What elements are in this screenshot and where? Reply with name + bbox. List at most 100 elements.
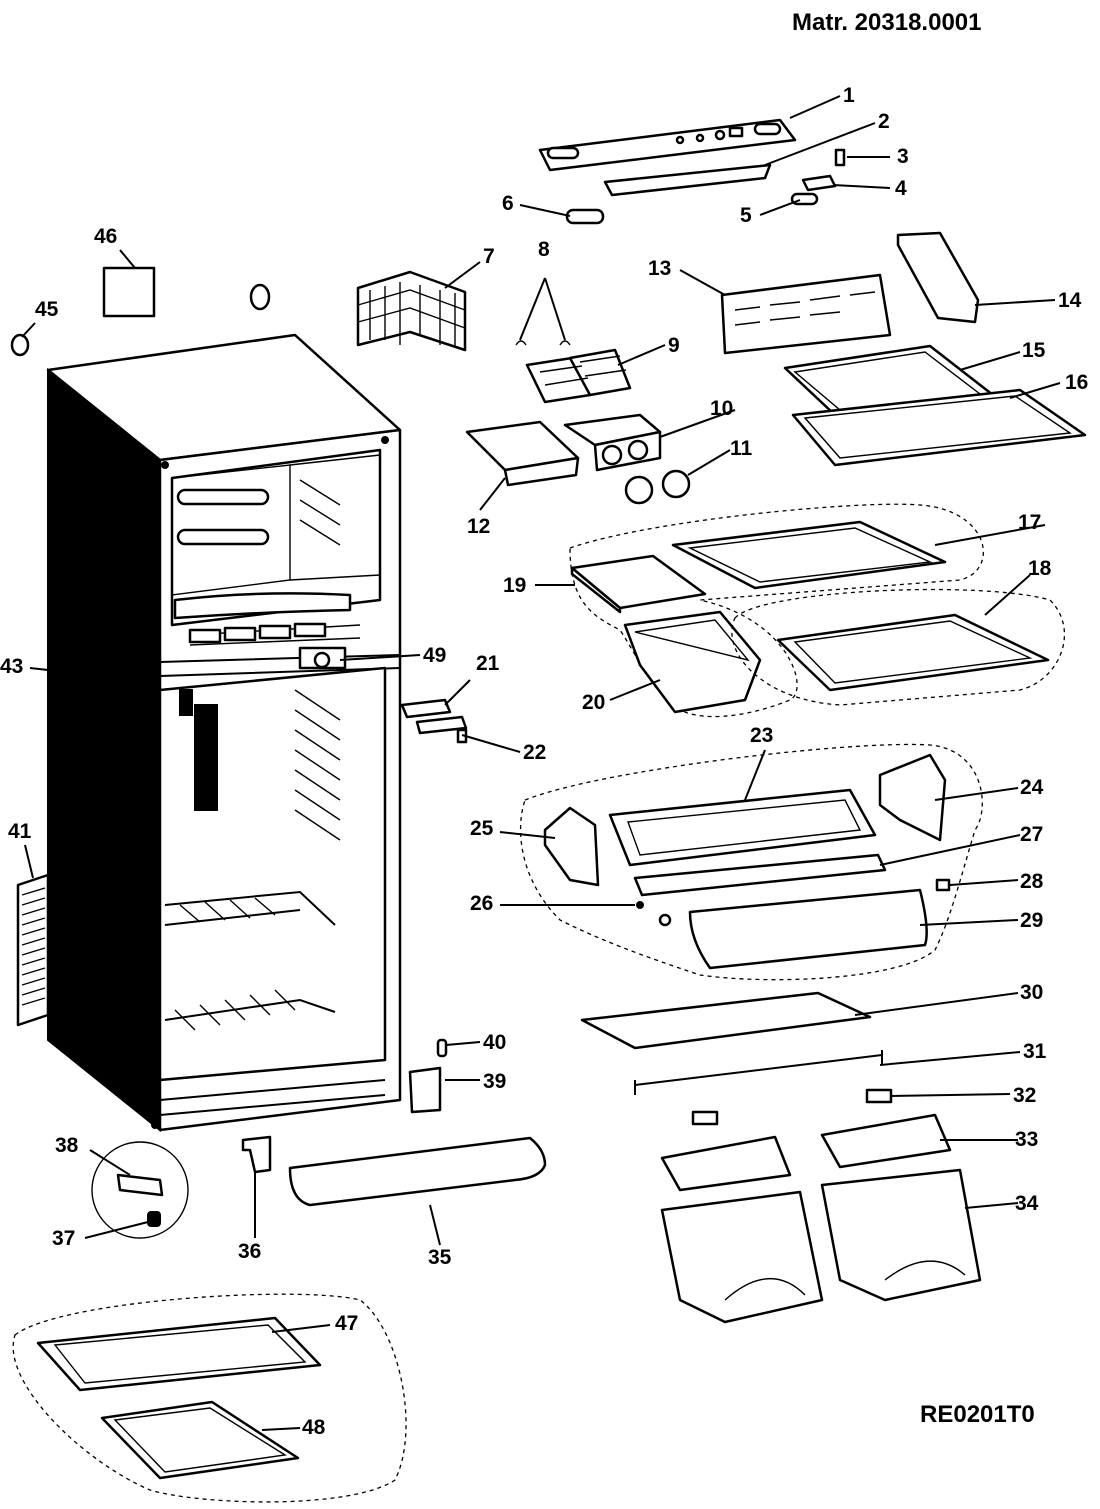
part-23-bin [608,788,877,867]
callout-47: 47 [335,1312,358,1335]
part-33-covers [660,1113,952,1192]
part-2-strip [603,163,772,197]
part-19-tray [570,554,707,614]
part-31-rail [634,1050,883,1095]
group-23-29-outline [519,743,983,981]
callout-7: 7 [483,245,495,268]
callout-leaders [21,95,1061,1431]
part-25-end-cap [543,806,600,887]
callout-30: 30 [1020,981,1043,1004]
callout-25: 25 [470,817,494,840]
part-9-ice-trays [525,348,632,404]
callout-49: 49 [423,644,446,667]
part-38-hinge-plate [116,1173,164,1197]
callout-18: 18 [1028,557,1052,580]
callout-21: 21 [476,652,500,675]
part-7-rack [356,270,467,352]
callout-45: 45 [35,298,59,321]
part-28-stop [935,878,951,892]
part-26-screw [636,901,644,909]
callout-41: 41 [8,820,32,843]
callout-29: 29 [1020,909,1043,932]
callout-14: 14 [1058,289,1082,312]
callout-3: 3 [897,145,909,168]
part-48-wire-shelf [100,1400,300,1480]
part-36-bracket [241,1135,272,1174]
part-4-bracket [801,174,837,192]
callout-5: 5 [740,204,752,227]
part-35-door-shelf [288,1136,547,1207]
part-37-foot [147,1211,161,1227]
part-8-hooks [515,340,571,346]
part-1-control-panel [538,118,797,172]
part-12-drawer [465,420,580,487]
part-24-end-cap [878,753,947,842]
callout-16: 16 [1065,371,1088,394]
callout-23: 23 [750,724,773,747]
part-43-cabinet [46,333,402,1133]
callout-2: 2 [878,110,890,133]
callout-40: 40 [483,1031,506,1054]
callout-34: 34 [1015,1192,1039,1215]
part-21-hinge [400,698,468,735]
part-32-clip [865,1088,893,1104]
part-11-knob-b [661,469,691,499]
callout-12: 12 [467,515,490,538]
part-14-cover [896,231,980,324]
part-39-hinge [408,1066,442,1114]
callout-35: 35 [428,1246,452,1269]
callout-6: 6 [502,192,514,215]
drawing-code: RE0201T0 [920,1401,1035,1428]
callout-26: 26 [470,892,493,915]
part-11-knob-a [624,475,654,505]
callout-20: 20 [582,691,605,714]
callout-13: 13 [648,257,671,280]
part-16-shelf [791,388,1087,467]
part-17-shelf [671,520,947,590]
callout-31: 31 [1023,1040,1047,1063]
part-41-condenser [16,873,50,1027]
callout-4: 4 [895,177,907,200]
part-40-pin [436,1038,448,1058]
callout-39: 39 [483,1070,506,1093]
part-29-door-bin [658,888,928,970]
detail-hinge-circle [91,1141,189,1239]
callout-10: 10 [710,397,733,420]
callout-28: 28 [1020,870,1044,893]
callout-8: 8 [538,238,550,261]
callout-38: 38 [55,1134,79,1157]
callout-24: 24 [1020,776,1044,799]
callout-27: 27 [1020,823,1043,846]
callout-43: 43 [0,655,23,678]
callout-numbers: 1 2 3 4 5 6 7 8 9 10 11 12 13 14 15 16 1… [0,84,1088,1439]
part-30-glass-shelf [580,991,872,1050]
part-6-lens [565,208,605,225]
part-32-clip-b [691,1110,719,1126]
callout-9: 9 [668,334,680,357]
part-46-label [102,266,156,318]
callout-1: 1 [843,84,855,107]
group-17-19-20-outline [569,503,984,718]
callout-15: 15 [1022,339,1046,362]
callout-32: 32 [1013,1084,1036,1107]
callout-17: 17 [1018,511,1041,534]
group-18-outline [731,588,1066,706]
callout-36: 36 [238,1240,261,1263]
part-47-glass-shelf [36,1316,322,1392]
part-20-drawer [623,610,762,714]
part-3-screw [834,148,846,167]
group-47-48-outline [12,1293,407,1503]
part-13-lamp-housing [720,273,892,355]
callout-11: 11 [730,437,753,460]
part-45-plug [10,283,271,357]
callout-48: 48 [302,1416,326,1439]
part-34-crispers [660,1168,982,1324]
callout-37: 37 [52,1227,75,1250]
callout-33: 33 [1015,1128,1038,1151]
callout-22: 22 [523,741,546,764]
part-27-trim [633,853,887,897]
callout-19: 19 [503,574,526,597]
callout-46: 46 [94,225,117,248]
